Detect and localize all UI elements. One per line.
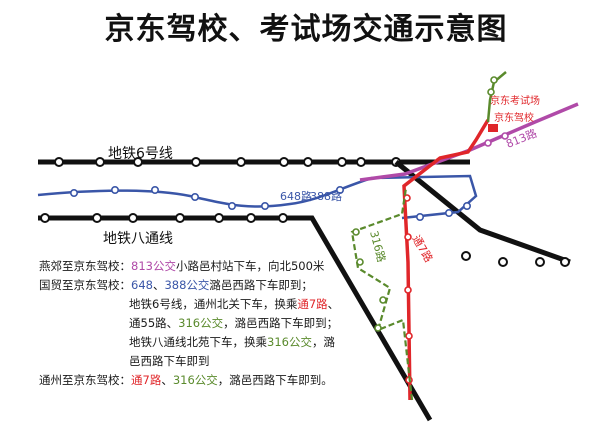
route-origin: 国贸至京东驾校： (39, 278, 131, 292)
station-dot (337, 157, 347, 167)
instruction-row-batong: 地铁八通线北苑下车，换乘316公交，潞 (39, 333, 369, 352)
metro6-label: 地铁6号线 (108, 146, 173, 162)
instruction-row-tong55: 通55路、316公交，潞邑西路下车即到； (39, 314, 369, 333)
bus-tong7: 通7路 (131, 373, 162, 387)
label-813: 813路 (504, 127, 539, 151)
school-marker (488, 124, 498, 132)
bus-tong7: 通7路 (297, 297, 328, 311)
bus-stop (356, 258, 364, 266)
instruction-row-yanjiao: 燕郊至京东驾校：813公交小路邑村站下车，向北500米 (39, 257, 369, 276)
bus-stop (403, 194, 411, 202)
metro-line-batong (38, 213, 433, 422)
bus-648: 648 (131, 278, 153, 292)
bus-stop (405, 332, 413, 340)
bus-stop (70, 189, 79, 198)
bus-stop (191, 193, 200, 202)
station-dot (40, 213, 50, 223)
station-dot (92, 213, 102, 223)
bus-stop (490, 76, 498, 84)
label-316: 316路 (367, 229, 388, 263)
instruction-row-tongzhou: 通州至京东驾校：通7路、316公交，潞邑西路下车即到。 (39, 371, 369, 390)
station-dot (535, 257, 545, 267)
bus-388: 388公交 (164, 278, 210, 292)
station-dot (95, 157, 105, 167)
bus-stop (352, 228, 360, 236)
bus-stop (111, 186, 120, 195)
route-detail: ，潞邑西路下车即到； (223, 316, 339, 330)
bus-stop (444, 209, 453, 218)
label-tong7: 通7路 (409, 233, 435, 265)
station-dot (560, 257, 570, 267)
station-dot (191, 157, 201, 167)
route-detail: 通55路、 (129, 316, 179, 330)
bus-stop (501, 132, 509, 140)
route-detail: 潞邑西路下车即到； (209, 278, 313, 292)
label-388: 388路 (310, 190, 342, 203)
bus-stop (151, 186, 160, 195)
bus-stop (335, 186, 344, 195)
station-dot (214, 213, 224, 223)
station-dot (461, 251, 471, 261)
instruction-row-batong-cont: 邑西路下车即到 (39, 352, 369, 371)
instruction-row-guomao: 国贸至京东驾校：648、388公交潞邑西路下车即到； (39, 276, 369, 295)
bus-813: 813公交 (131, 259, 176, 273)
separator: 、 (152, 278, 165, 292)
station-dot (279, 157, 289, 167)
station-dot (356, 157, 366, 167)
bus-route-316 (350, 71, 507, 401)
route-instructions: 燕郊至京东驾校：813公交小路邑村站下车，向北500米 国贸至京东驾校：648、… (39, 257, 369, 390)
bus-stop (484, 139, 492, 147)
bus-stop (374, 324, 382, 332)
route-detail: 地铁八通线北苑下车，换乘 (129, 335, 267, 349)
route-detail: ，潞邑西路下车即到。 (217, 373, 333, 387)
page-title: 京东驾校、考试场交通示意图 (104, 12, 508, 47)
metro-line-6 (38, 157, 470, 167)
route-origin: 燕郊至京东驾校： (39, 259, 131, 273)
metro-line-branch (394, 160, 571, 267)
station-dot (128, 213, 138, 223)
bus-stop (487, 88, 495, 96)
bus-316: 316公交 (172, 373, 218, 387)
bus-stop (379, 296, 387, 304)
bus-route-813 (359, 102, 579, 182)
route-detail: 邑西路下车即到 (129, 354, 210, 368)
bus-route-tong7 (402, 119, 490, 401)
instruction-row-metro6: 地铁6号线，通州北关下车，换乘通7路、 (39, 295, 369, 314)
bus-stop (404, 233, 412, 241)
bus-stop (404, 286, 412, 294)
route-detail: 小路邑村站下车，向北500米 (175, 259, 325, 273)
station-dot (278, 213, 288, 223)
route-detail: ，潞 (311, 335, 335, 349)
route-detail: 地铁6号线，通州北关下车，换乘 (129, 297, 298, 311)
route-origin: 通州至京东驾校： (39, 373, 131, 387)
label-school: 京东驾校 (494, 111, 534, 124)
bus-stop (260, 202, 269, 211)
bus-route-648-388 (37, 174, 478, 222)
label-exam-site: 京东考试场 (490, 94, 540, 107)
station-dot (54, 157, 64, 167)
separator: 、 (327, 297, 340, 311)
bus-316: 316公交 (178, 316, 224, 330)
metro-batong-label: 地铁八通线 (103, 231, 173, 247)
station-dot (236, 157, 246, 167)
station-dot (175, 213, 185, 223)
bus-stop (415, 213, 424, 222)
bus-stop (228, 202, 237, 211)
station-dot (246, 213, 256, 223)
bus-316: 316公交 (267, 335, 312, 349)
label-648: 648路 (280, 190, 312, 203)
bus-stop (462, 202, 471, 211)
station-dot (303, 157, 313, 167)
station-dot (133, 157, 143, 167)
separator: 、 (161, 373, 173, 387)
station-dot (498, 257, 508, 267)
